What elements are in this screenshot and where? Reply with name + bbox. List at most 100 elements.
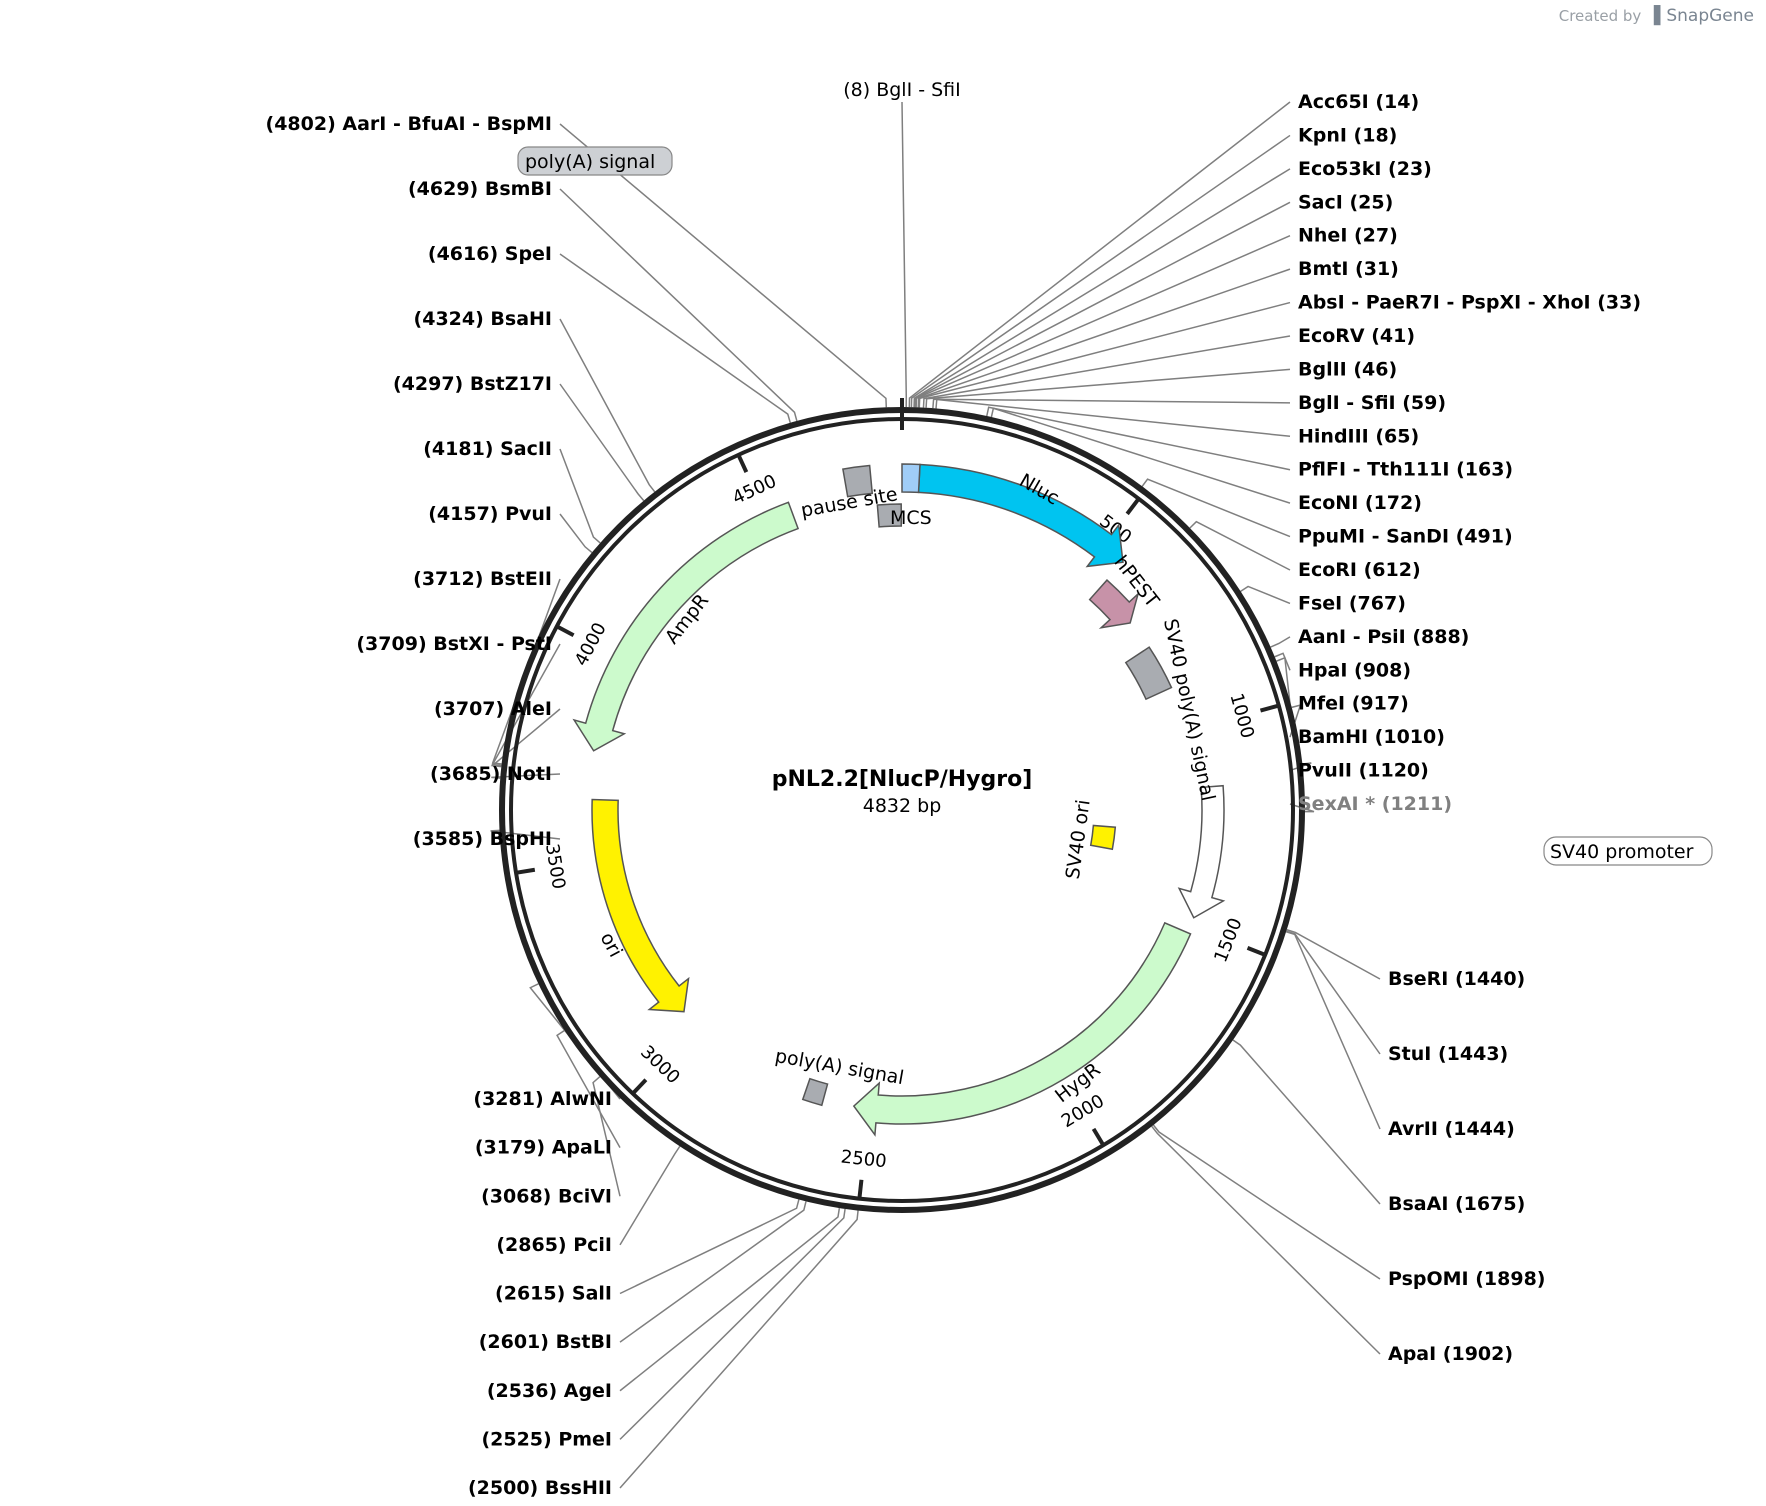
feature-ampr-8 [572, 501, 800, 752]
leader-1675 [1232, 1039, 1381, 1205]
leader-25 [914, 201, 1291, 408]
tick-3000 [630, 1078, 648, 1096]
credit-prefix: Created by [1558, 7, 1642, 25]
leader-3707 [490, 708, 561, 768]
tick-500 [1125, 496, 1141, 516]
site-label-4297: (4297) BstZ17I [393, 373, 552, 395]
leader-1443 [1286, 930, 1381, 1055]
site-label-14: Acc65I (14) [1298, 91, 1419, 113]
site-label-46: BglII (46) [1298, 358, 1397, 380]
site-label-917: MfeI (917) [1298, 693, 1409, 715]
site-label-1440: BseRI (1440) [1388, 968, 1525, 990]
label-polya-top-badge: poly(A) signal [517, 146, 673, 176]
site-label-2536: (2536) AgeI [487, 1380, 612, 1402]
site-label-1211: SexAI * (1211) [1298, 793, 1452, 815]
leader-41 [922, 335, 1291, 408]
snapgene-logo-icon: ▐ [1647, 6, 1661, 26]
site-label-1010: BamHI (1010) [1298, 726, 1445, 748]
leader-767 [1240, 585, 1291, 605]
site-label-top-8: (8) BglI - SfiI [843, 79, 961, 101]
site-label-3712: (3712) BstEII [413, 568, 552, 590]
feature-layer [572, 463, 1226, 1137]
leader-top-8 [901, 101, 908, 408]
label-sv40-promoter: SV40 promoter [1550, 841, 1694, 863]
leader-1211 [1289, 803, 1315, 813]
leader-4297 [559, 383, 645, 502]
site-label-4616: (4616) SpeI [428, 243, 552, 265]
leader-3068 [592, 1076, 621, 1197]
site-label-59: BglI - SfiI (59) [1298, 392, 1446, 414]
leader-4802 [559, 123, 888, 408]
site-label-612: EcoRI (612) [1298, 559, 1421, 581]
feature-sv40-promoter-3 [1177, 784, 1226, 919]
label-sv40-polya: SV40 poly(A) signal [1159, 617, 1219, 803]
leader-1444 [1285, 931, 1381, 1130]
leader-3179 [556, 1029, 621, 1148]
site-label-18: KpnI (18) [1298, 124, 1397, 146]
site-label-3179: (3179) ApaLI [475, 1137, 612, 1159]
leader-3709 [491, 643, 561, 767]
leader-18 [910, 134, 1291, 408]
site-labels: Acc65I (14)KpnI (18)Eco53kI (23)SacI (25… [266, 79, 1642, 1499]
site-label-3685: (3685) NotI [430, 763, 552, 785]
site-label-4629: (4629) BsmBI [408, 178, 552, 200]
feature-sv40-poly-a-signal-2 [1124, 646, 1173, 701]
leader-1902 [1151, 1125, 1381, 1355]
leader-65 [935, 398, 1291, 438]
leader-1898 [1152, 1124, 1381, 1280]
tick-4000 [554, 624, 575, 638]
leader-4629 [559, 188, 798, 422]
leader-1440 [1286, 929, 1381, 980]
tick-1000 [1259, 703, 1281, 713]
site-label-1120: PvuII (1120) [1298, 760, 1429, 782]
feature-nluc-0 [917, 463, 1124, 568]
site-label-3709: (3709) BstXI - PstI [356, 633, 552, 655]
leader-33 [918, 301, 1291, 408]
leader-4616 [559, 253, 792, 423]
site-label-4181: (4181) SacII [423, 438, 552, 460]
site-label-2615: (2615) SalI [495, 1283, 612, 1305]
feature-ori-7 [591, 798, 690, 1013]
plasmid-length: 4832 bp [863, 795, 942, 817]
site-label-23: Eco53kI (23) [1298, 158, 1432, 180]
leader-2536 [619, 1207, 841, 1392]
leader-3585 [490, 829, 561, 840]
leader-491 [1141, 478, 1291, 538]
site-label-1902: ApaI (1902) [1388, 1343, 1513, 1365]
leader-917 [1276, 656, 1291, 704]
leader-31 [917, 268, 1291, 408]
leader-4324 [559, 318, 656, 493]
plasmid-name: pNL2.2[NlucP/Hygro] [772, 767, 1033, 792]
site-label-2601: (2601) BstBI [479, 1331, 612, 1353]
tick-4500 [736, 453, 749, 473]
credit-brand: SnapGene [1666, 6, 1754, 26]
label-sv40-ori: SV40 ori [1062, 798, 1095, 880]
leader-4181 [559, 448, 601, 544]
feature-pause-site-9 [842, 464, 874, 498]
tick-label-1500: 1500 [1210, 915, 1246, 965]
site-label-888: AanI - PsiI (888) [1298, 626, 1469, 648]
leader-172 [990, 407, 1291, 504]
site-label-2525: (2525) PmeI [481, 1428, 612, 1450]
site-label-908: HpaI (908) [1298, 659, 1411, 681]
site-label-4324: (4324) BsaHI [414, 308, 552, 330]
leader-2525 [619, 1208, 846, 1440]
leader-2601 [619, 1201, 807, 1343]
site-label-4157: (4157) PvuI [428, 503, 552, 525]
leader-14 [908, 101, 1291, 408]
tick-label-1000: 1000 [1225, 691, 1257, 741]
site-label-31: BmtI (31) [1298, 258, 1399, 280]
site-label-1675: BsaAI (1675) [1388, 1193, 1525, 1215]
tick-label-2500: 2500 [840, 1146, 888, 1172]
tick-3500 [514, 867, 536, 875]
site-label-172: EcoNI (172) [1298, 492, 1422, 514]
leader-59 [932, 398, 1291, 409]
site-label-4802: (4802) AarI - BfuAI - BspMI [266, 113, 552, 135]
site-label-1444: AvrII (1444) [1388, 1118, 1515, 1140]
label-polya-bottom: poly(A) signal [773, 1045, 905, 1089]
site-label-2500: (2500) BssHII [468, 1477, 612, 1499]
site-label-767: FseI (767) [1298, 592, 1406, 614]
feature-hygr-5 [852, 921, 1192, 1137]
tick-2000 [1091, 1127, 1106, 1148]
